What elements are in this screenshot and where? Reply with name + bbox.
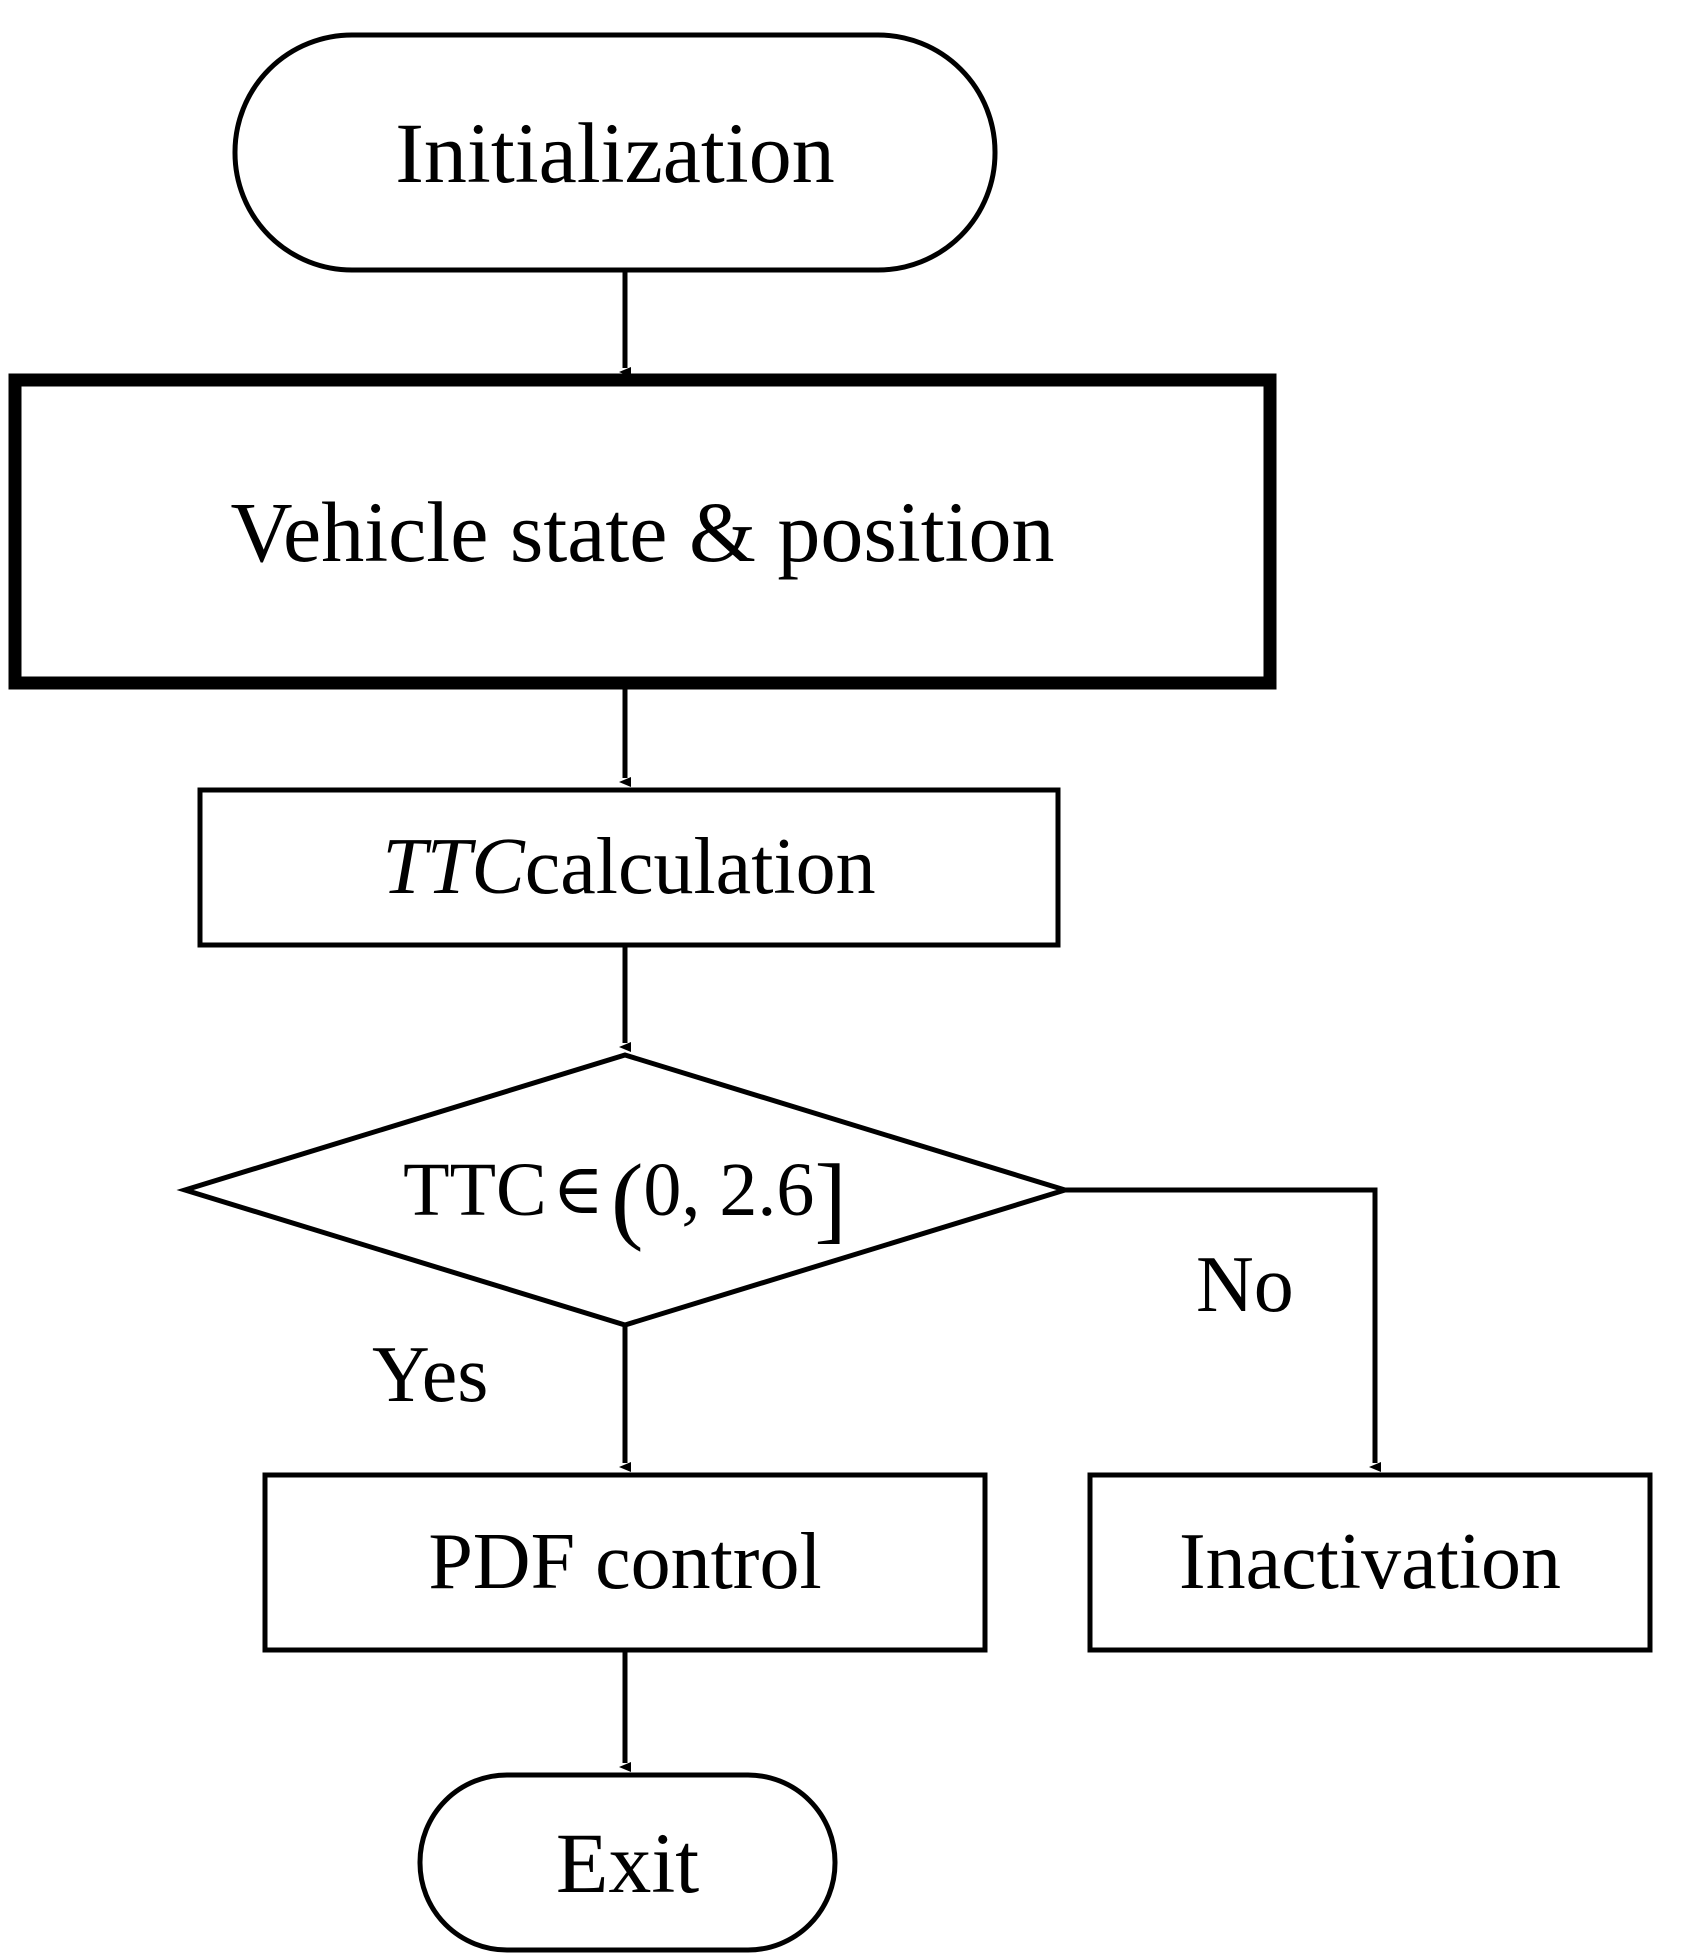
edge-label-no: No [1196, 1241, 1294, 1329]
node-ttc-calculation-shape[interactable] [197, 787, 1061, 948]
edge-label-yes: Yes [372, 1331, 489, 1419]
node-pdf-control-shape[interactable] [262, 1472, 988, 1653]
node-decision-shape[interactable] [176, 1052, 1074, 1328]
node-inactivation-shape[interactable] [1087, 1472, 1653, 1653]
node-exit-shape[interactable] [417, 1772, 838, 1953]
node-vehicle-state-shape[interactable] [8, 373, 1277, 690]
edge-decision-no-to-inactivation [1065, 1187, 1381, 1472]
node-initialization-shape[interactable] [232, 32, 998, 273]
